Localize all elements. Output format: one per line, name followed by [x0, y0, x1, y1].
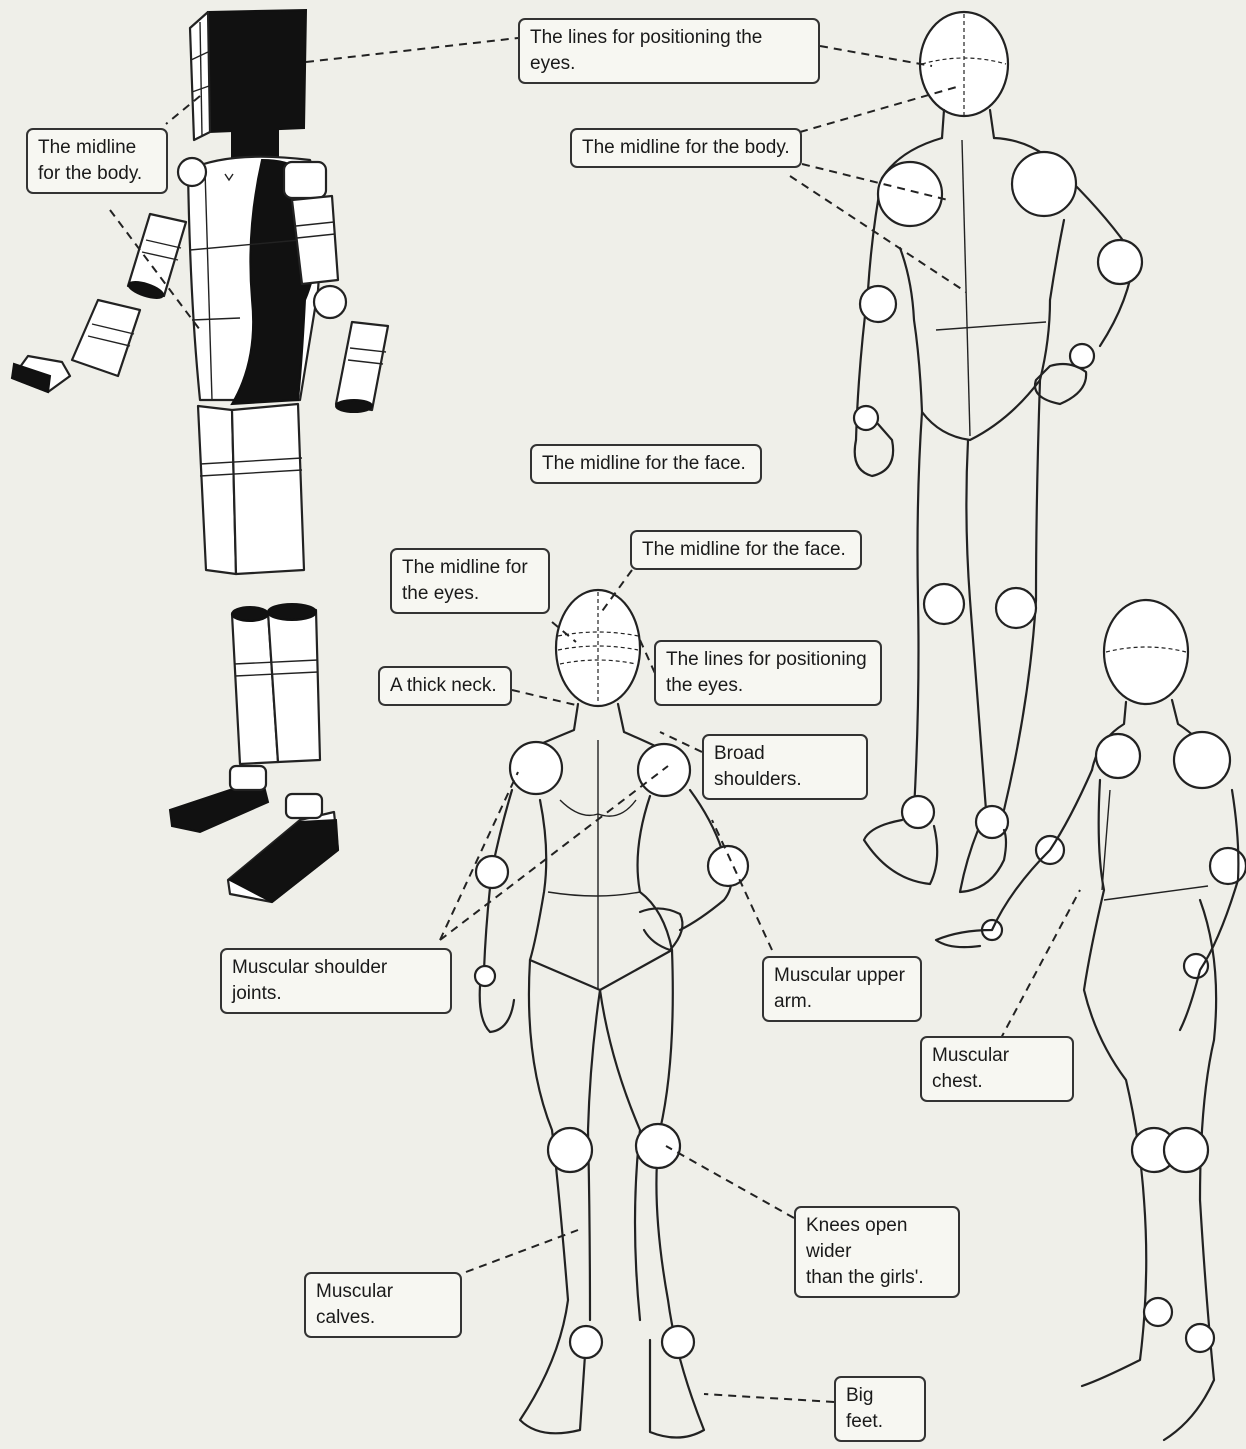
leader-feet: [704, 1394, 834, 1402]
label-broad-shoulders: Broad shoulders.: [702, 734, 868, 800]
label-face-midline: The midline for the face.: [630, 530, 862, 570]
label-feet: Big feet.: [834, 1376, 926, 1442]
label-thick-neck: A thick neck.: [378, 666, 512, 706]
label-chest: Muscular chest.: [920, 1036, 1074, 1102]
front-view-figure: [475, 590, 748, 1438]
label-eyes-midline: The midline for the eyes.: [390, 548, 550, 614]
leader-knees: [666, 1146, 794, 1218]
label-block-midline-body: The midline for the body.: [26, 128, 168, 194]
side-view-figure: [936, 600, 1246, 1440]
label-face-midline-top: The midline for the face.: [530, 444, 762, 484]
label-shoulder-joints: Muscular shoulder joints.: [220, 948, 452, 1014]
label-back-midline-body: The midline for the body.: [570, 128, 802, 168]
leader-chest: [1000, 890, 1080, 1040]
leader-calves: [466, 1230, 578, 1272]
label-upper-arm: Muscular upper arm.: [762, 956, 922, 1022]
label-back-eyes-lines: The lines for positioning the eyes.: [518, 18, 820, 84]
label-eyes-lines: The lines for positioning the eyes.: [654, 640, 882, 706]
label-knees: Knees open wider than the girls'.: [794, 1206, 960, 1298]
leader-shoulder-joints: [440, 766, 668, 940]
label-calves: Muscular calves.: [304, 1272, 462, 1338]
